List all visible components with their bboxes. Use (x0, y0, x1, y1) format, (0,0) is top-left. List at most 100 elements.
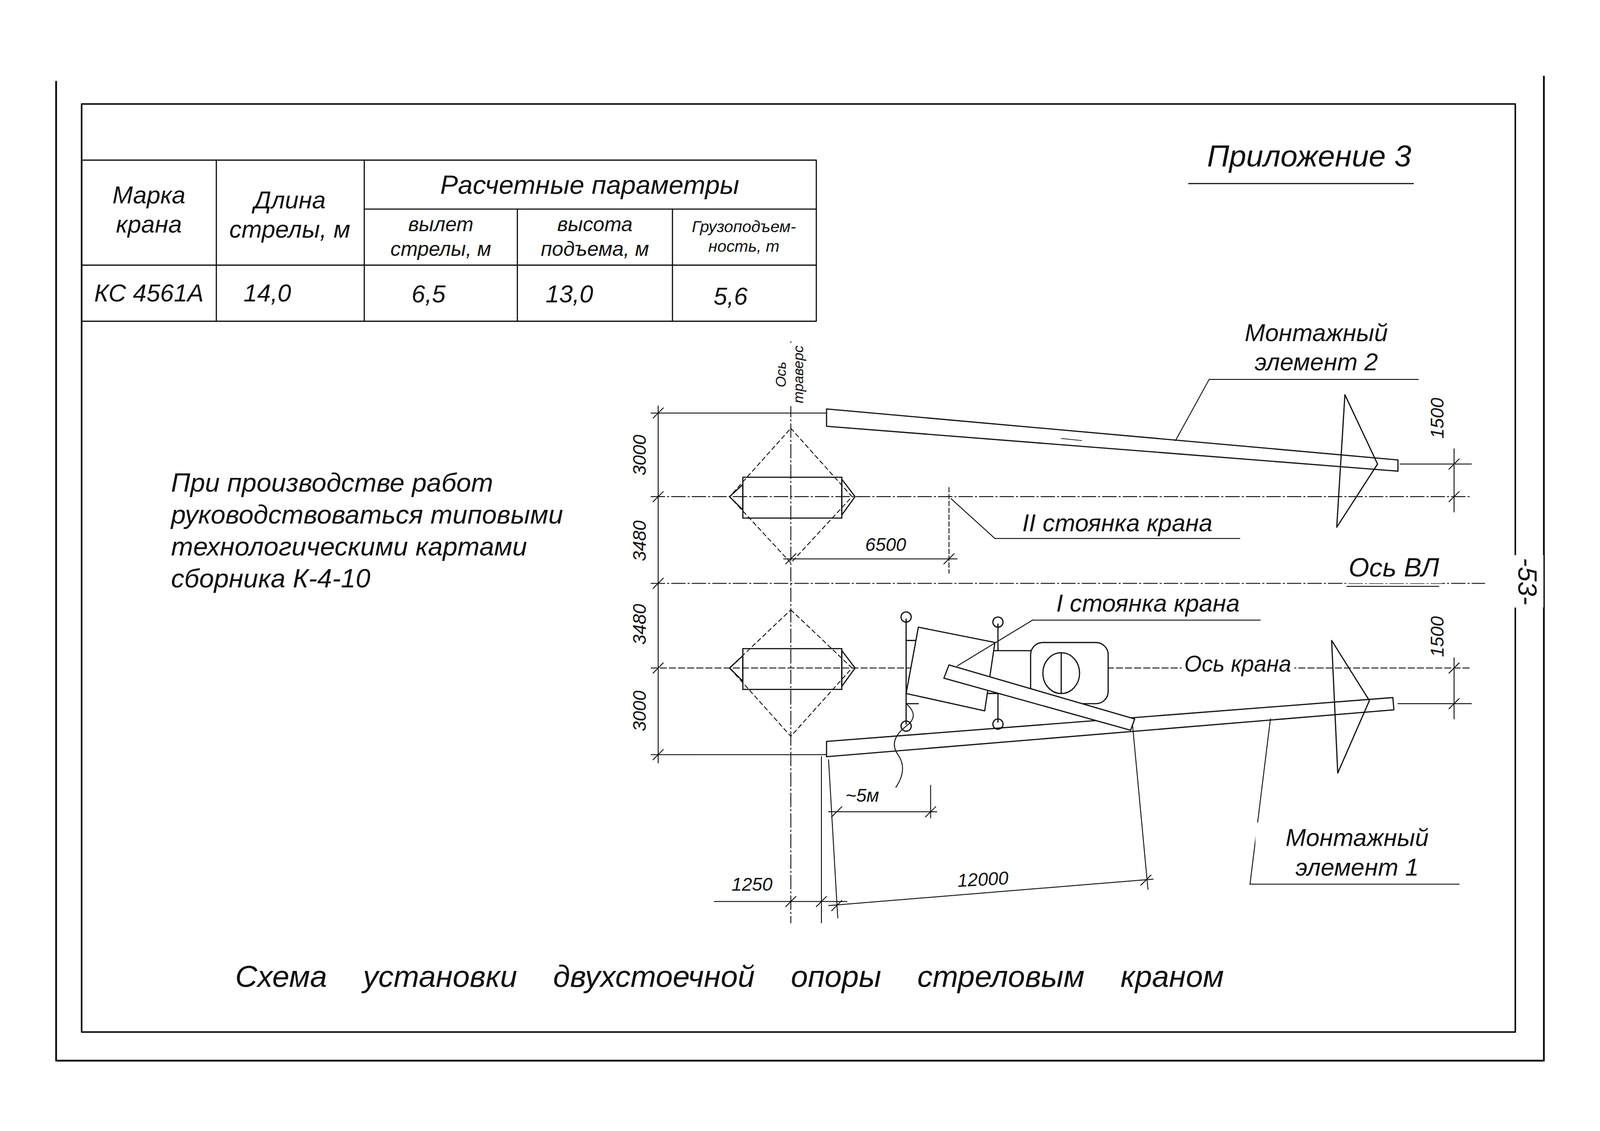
leader-line (950, 498, 995, 539)
dimension-6500 (783, 487, 957, 574)
dimension-value: 1250 (728, 873, 776, 896)
dimension-ticks (1449, 663, 1460, 710)
table-rule (215, 160, 218, 322)
dimension-ticks (831, 806, 936, 817)
dimension-lower (714, 726, 1154, 924)
traverse-body (742, 648, 842, 690)
axis-label: Ось траверс (772, 342, 807, 407)
element-label: Монтажный элемент 2 (1214, 317, 1419, 377)
traverse-lower (729, 609, 856, 737)
extension-line (820, 756, 822, 924)
table-rule (364, 208, 817, 210)
table-cell: КС 4561А (91, 278, 207, 308)
dimension-value: 3000 (628, 431, 651, 479)
extension-line (948, 487, 950, 574)
wavy-leader (894, 703, 914, 788)
dimension-value: 3000 (628, 688, 651, 735)
stand-label: I стоянка крана (1053, 588, 1243, 618)
crossarm (1331, 640, 1370, 774)
outrigger-pad (900, 612, 911, 623)
dimension-line (657, 405, 659, 764)
label-underline (1346, 586, 1439, 588)
table-header: высота подъема, м (525, 212, 664, 261)
label-underline (1032, 619, 1261, 621)
label-underline (1209, 379, 1419, 380)
dimension-value: 12000 (953, 867, 1012, 893)
dimension-line (783, 558, 957, 560)
dimension-value: 3480 (628, 601, 651, 648)
mounting-element-2 (826, 379, 1419, 528)
dimension-value: 6500 (862, 534, 910, 556)
table-cell: 6,5 (408, 279, 449, 309)
dimension-ticks (785, 896, 827, 907)
pole-mark (1061, 438, 1082, 441)
traverse-end (729, 484, 743, 510)
inner-frame (81, 103, 1516, 1033)
pole-body (826, 697, 1394, 758)
table-cell: 5,6 (711, 281, 751, 311)
extension-line (1397, 703, 1472, 705)
dimension-line (1453, 448, 1455, 513)
table-header: вылет стрелы, м (374, 212, 508, 261)
table-cell: 13,0 (542, 279, 597, 309)
traverse-body (742, 477, 842, 519)
traverse-end (841, 650, 856, 687)
outrigger-pad (992, 719, 1003, 730)
extension-line (1132, 726, 1149, 890)
dimension-value: ~5м (842, 784, 883, 807)
heading-underline (1188, 182, 1413, 185)
dimension-1500 (1397, 448, 1472, 720)
dimension-ticks (653, 407, 664, 760)
appendix-heading: Приложение 3 (1204, 137, 1414, 175)
extension-line (650, 754, 827, 756)
dimension-value: 1500 (1426, 613, 1449, 660)
table-rule (671, 208, 674, 322)
table-header: Расчетные параметры (437, 168, 743, 201)
outer-frame (56, 76, 1544, 1061)
dimension-line (828, 811, 937, 813)
table-rule (363, 160, 365, 322)
traverse-end (729, 655, 743, 682)
dimension-value: 3480 (628, 517, 651, 565)
table-rule (81, 264, 817, 266)
extension-line (929, 785, 931, 819)
table-header: Марка крана (88, 179, 211, 239)
dimension-5m (828, 703, 937, 818)
drawing-caption: Схема установки двухстоечной опоры стрел… (232, 958, 1227, 996)
crane-symbol (900, 612, 1135, 732)
table-cell: 14,0 (240, 278, 295, 308)
axis-label: Ось ВЛ (1345, 551, 1443, 584)
cabin-detail (1060, 652, 1062, 694)
outrigger (905, 618, 907, 724)
pole-body (826, 409, 1398, 472)
extension-line (650, 412, 827, 414)
outrigger-pad (992, 617, 1003, 628)
dimension-line (714, 901, 847, 903)
label-underline (994, 538, 1240, 540)
traverse-upper (729, 428, 856, 563)
table-header: Длина стрелы, м (220, 184, 359, 244)
dashed-diamond (729, 609, 852, 737)
label-underline (1250, 883, 1460, 885)
dimension-ticks (1449, 458, 1460, 502)
extension-line (1400, 463, 1472, 465)
dashed-diamond (729, 428, 852, 563)
traverse-end (841, 479, 856, 515)
page-number: -53- (1511, 555, 1544, 608)
parameter-table (81, 160, 817, 322)
leader-line (957, 620, 1034, 667)
outrigger-beam (906, 703, 919, 705)
element-label: Монтажный элемент 1 (1255, 822, 1460, 882)
dimension-chain (653, 405, 664, 764)
dimension-value: 1500 (1426, 394, 1449, 442)
outrigger-pad (900, 721, 911, 732)
crane-axis-ii (650, 496, 1470, 498)
axis-lines (650, 341, 1485, 924)
table-border (81, 160, 817, 322)
dimension-line (1453, 657, 1455, 719)
boom (943, 664, 1135, 731)
leader-line (1175, 379, 1210, 441)
table-header: Грузоподъем- ность, т (677, 217, 811, 257)
